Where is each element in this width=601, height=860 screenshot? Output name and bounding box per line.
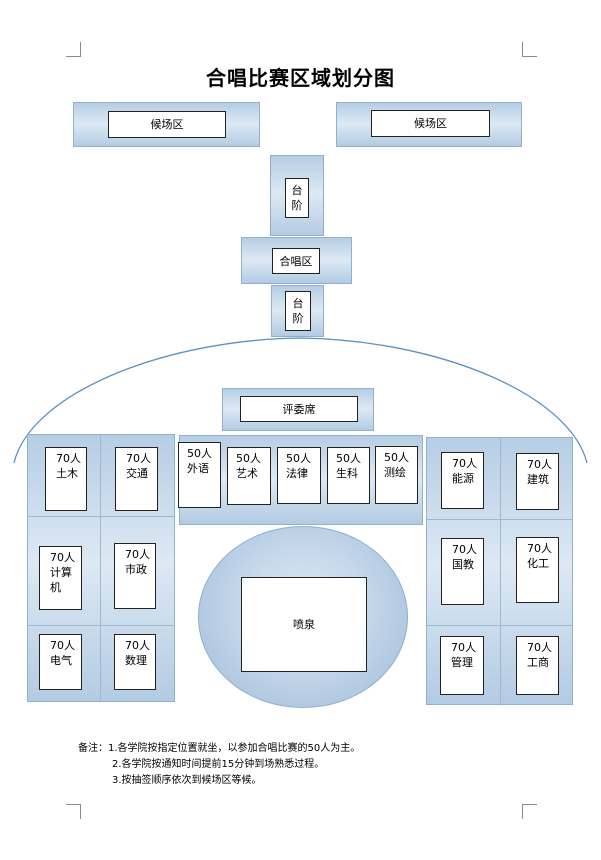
steps-lower-char-1: 台 [292,297,304,310]
seat-college: 生科 [336,467,358,480]
seat-college: 化工 [527,557,549,570]
waiting-area-right-label: 候场区 [371,110,490,137]
steps-lower-char-2: 阶 [292,312,304,325]
seat-college: 国教 [452,558,474,571]
seat-count: 70人 [50,639,75,652]
seat-college: 交通 [126,467,148,480]
seat-college: 能源 [452,472,474,485]
steps-upper [270,155,324,236]
seat-box-cehui: 50人 测绘 [375,446,418,504]
right-block-divider-h1 [426,519,573,520]
seat-box-shuli: 70人 数理 [114,634,156,690]
seat-box-huagong: 70人 化工 [516,537,559,603]
seat-college: 市政 [125,563,147,576]
seat-college: 土木 [56,467,78,480]
seat-college: 外语 [187,462,209,475]
corner-mark-bottom-right [522,804,537,819]
left-block-divider-v [100,434,101,702]
seat-box-guojiao: 70人 国教 [441,538,484,605]
seat-college: 电气 [50,654,72,667]
seat-box-jiaotong: 70人 交通 [115,447,158,511]
seat-count: 50人 [236,452,261,465]
seat-box-shengke: 50人 生科 [327,447,370,504]
seat-box-tumu: 70人 土木 [45,447,87,511]
seat-box-nengyuan: 70人 能源 [441,452,484,509]
seat-count: 70人 [125,548,150,561]
seat-count: 70人 [451,641,476,654]
seat-box-yishu: 50人 艺术 [227,447,271,505]
seat-count: 70人 [452,543,477,556]
seat-box-guanli: 70人 管理 [440,636,484,695]
seat-count: 70人 [56,452,81,465]
right-block-divider-v [500,437,501,705]
seat-count: 70人 [527,641,552,654]
seat-count: 50人 [187,447,212,460]
judges-label: 评委席 [240,396,358,422]
seat-count: 70人 [50,551,75,564]
seat-college: 艺术 [236,467,258,480]
seat-count: 70人 [527,542,552,555]
note-line-3: 3.按抽签顺序依次到候场区等候。 [112,775,262,786]
seat-college: 建筑 [527,473,549,486]
choir-area-label: 合唱区 [272,248,320,274]
seat-count: 50人 [384,451,409,464]
waiting-area-left-label: 候场区 [108,111,226,138]
seat-box-shizheng: 70人 市政 [114,543,156,609]
seat-college: 数理 [125,654,147,667]
seat-college: 计算机 [50,566,72,594]
left-block-divider-h2 [27,625,175,626]
corner-mark-top-left [66,42,81,57]
note-line-2: 2.各学院按通知时间提前15分钟到场熟悉过程。 [112,759,325,770]
seat-count: 70人 [452,457,477,470]
seat-count: 50人 [286,452,311,465]
steps-lower-label: 台 阶 [285,291,311,331]
seat-count: 70人 [125,639,150,652]
corner-mark-top-right [522,42,537,57]
diagram-title: 合唱比赛区域划分图 [206,66,395,90]
seat-college: 工商 [527,656,549,669]
steps-upper-char-1: 台 [291,184,303,197]
steps-upper-label: 台 阶 [285,178,309,218]
seat-college: 法律 [286,467,308,480]
right-block-divider-h2 [426,625,573,626]
seat-box-jianzhu: 70人 建筑 [516,453,559,510]
seat-box-falv: 50人 法律 [277,447,321,504]
seat-college: 测绘 [384,466,406,479]
seat-box-jisuanji: 70人 计算机 [39,546,82,610]
notes: 备注：1.各学院按指定位置就坐，以参加合唱比赛的50人为主。 2.各学院按通知时… [78,741,360,789]
seat-box-waiyu: 50人 外语 [178,442,221,508]
note-line-1: 备注：1.各学院按指定位置就坐，以参加合唱比赛的50人为主。 [78,743,361,754]
seat-box-dianqi: 70人 电气 [39,634,82,690]
seat-count: 50人 [336,452,361,465]
fountain-label: 喷泉 [241,577,367,672]
seat-college: 管理 [451,656,473,669]
seat-count: 70人 [126,452,151,465]
left-block-divider-h1 [27,516,175,517]
steps-upper-char-2: 阶 [291,199,303,212]
corner-mark-bottom-left [66,804,81,819]
seat-box-gongshang: 70人 工商 [516,636,559,695]
seat-count: 70人 [527,458,552,471]
